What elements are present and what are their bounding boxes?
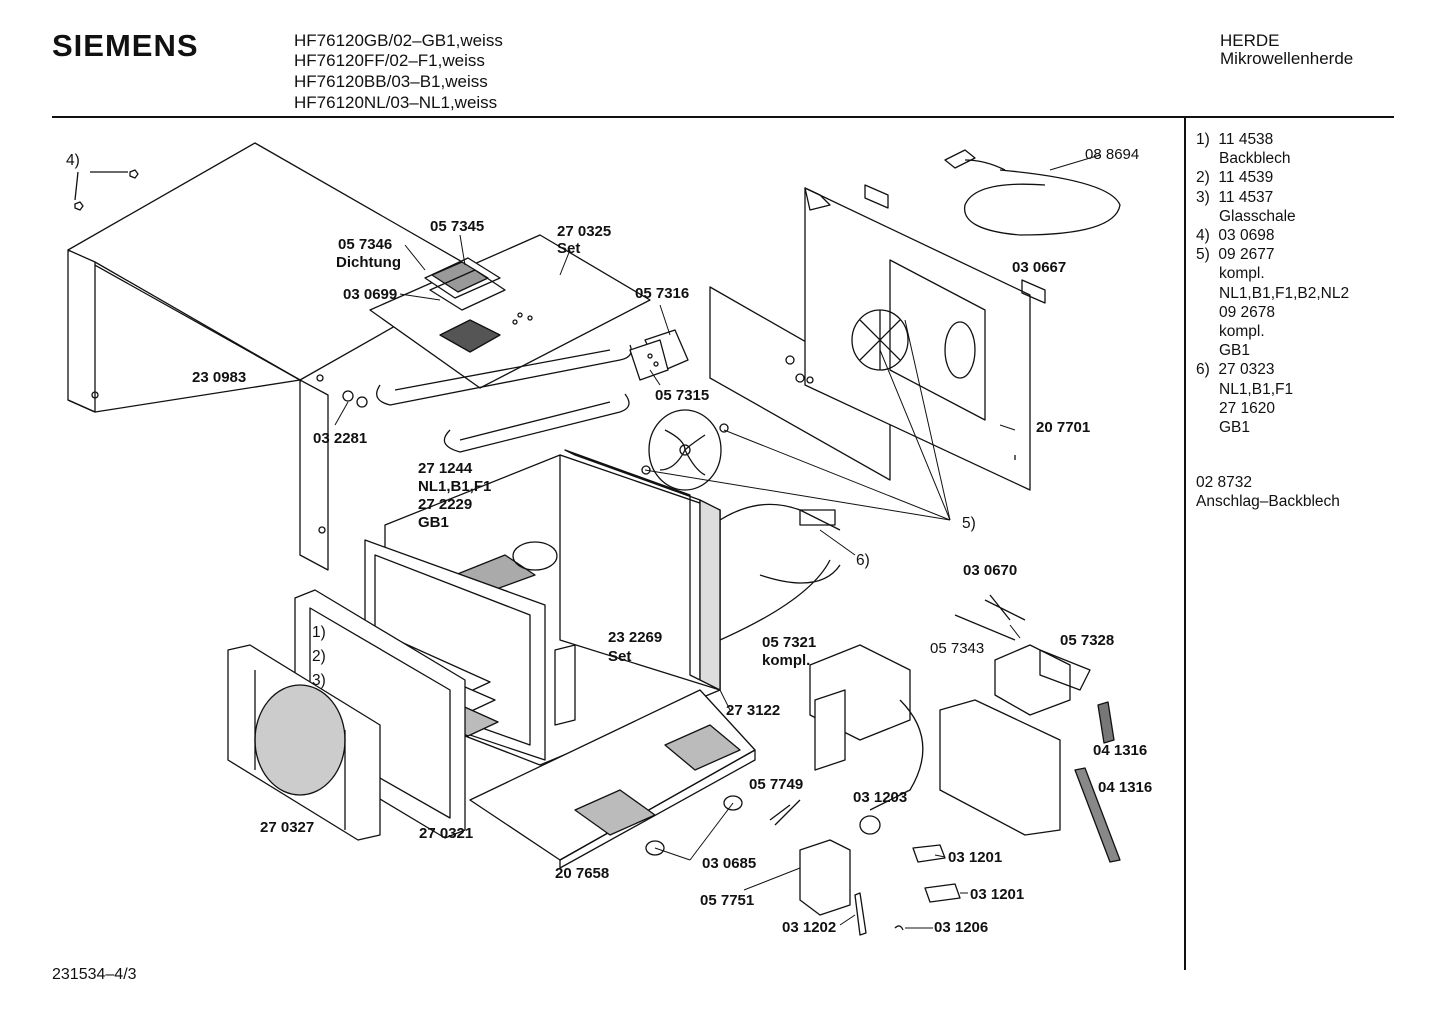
label-04-1316-a: 04 1316 [1093,742,1147,759]
label-05-7315: 05 7315 [655,387,709,404]
label-05-7749: 05 7749 [749,776,803,793]
door-switch-parts [770,595,1120,935]
model-line-1: HF76120GB/02–GB1,weiss [294,31,503,50]
label-screw-4: 4) [66,152,80,169]
top-cover-plate [370,235,650,388]
legend-divider [1184,118,1186,970]
label-27-2229: 27 2229 [418,496,472,513]
brand-logo: SIEMENS [52,28,199,63]
label-kompl: kompl. [762,652,810,669]
screw-parts [75,170,138,210]
rear-cover-part [710,185,1045,490]
label-27-0325: 27 0325 [557,223,611,240]
label-03-0667: 03 0667 [1012,259,1066,276]
label-23-2269: 23 2269 [608,629,662,646]
extra-part-desc: Anschlag–Backblech [1196,493,1340,511]
label-nl1-b1-f1: NL1,B1,F1 [418,478,491,495]
legend-item-1-desc: Backblech [1219,150,1291,168]
label-05-7346: 05 7346 [338,236,392,253]
mains-cable-part [945,150,1120,235]
legend-item-6-line-2: 27 1620 [1219,399,1276,417]
legend-item-3: 3) 11 4537 [1196,188,1274,206]
fan-part [642,410,728,490]
base-plate-part [470,690,755,868]
model-line-4: HF76120NL/03–NL1,weiss [294,93,498,112]
door-panel-part [228,645,380,840]
label-20-7701: 20 7701 [1036,419,1090,436]
legend-item-6: 6) 27 0323 [1196,361,1275,379]
legend-item-2: 2) 11 4539 [1196,169,1274,187]
label-03-1206: 03 1206 [934,919,988,936]
model-line-3: HF76120BB/03–B1,weiss [294,72,488,91]
model-line-2: HF76120FF/02–F1,weiss [294,51,485,70]
label-03-2281: 03 2281 [313,430,367,447]
legend-item-6-line-3: GB1 [1219,419,1251,437]
subcategory-title: Mikrowellenherde [1220,49,1354,68]
legend-item-5-line-5: GB1 [1219,342,1251,360]
label-03-0685: 03 0685 [702,855,756,872]
label-05-7316: 05 7316 [635,285,689,302]
leader-lines [335,155,1100,928]
label-27-0321: 27 0321 [419,825,473,842]
legend-item-5-line-1: kompl. [1219,265,1265,283]
extra-part-number: 02 8732 [1196,474,1253,491]
legend-item-3-desc: Glasschale [1219,207,1296,225]
label-gb1: GB1 [418,514,449,531]
legend-item-4: 4) 03 0698 [1196,227,1275,245]
parts-legend: 1) 11 4538 Backblech 2) 11 4539 3) 11 45… [1196,130,1349,437]
label-03-1202: 03 1202 [782,919,836,936]
label-tray-1: 1) [312,624,326,641]
label-fan-5: 5) [962,515,976,532]
legend-item-5-line-3: 09 2678 [1219,303,1276,321]
foot-parts [646,796,742,855]
extra-part-legend: 02 8732 Anschlag–Backblech [1196,473,1340,511]
label-03-1201-b: 03 1201 [970,886,1024,903]
label-05-7328: 05 7328 [1060,632,1114,649]
label-03-1203: 03 1203 [853,789,907,806]
label-05-7751: 05 7751 [700,892,754,909]
label-05-7321: 05 7321 [762,634,816,651]
label-05-7343: 05 7343 [930,640,984,657]
screw-pair-part [343,391,367,407]
label-03-1201-a: 03 1201 [948,849,1002,866]
label-set-top: Set [557,240,580,257]
header-divider [52,116,1394,118]
legend-item-6-line-1: NL1,B1,F1 [1219,380,1294,398]
label-03-0670: 03 0670 [963,562,1017,579]
label-27-1244: 27 1244 [418,460,473,477]
label-27-3122: 27 3122 [726,702,780,719]
label-08-8694: 08 8694 [1085,146,1139,163]
label-tray-3: 3) [312,672,326,689]
label-20-7658: 20 7658 [555,865,609,882]
label-03-0699: 03 0699 [343,286,397,303]
label-dichtung: Dichtung [336,254,401,271]
label-wiring-6: 6) [856,552,870,569]
document-number: 231534–4/3 [52,966,137,983]
label-tray-2: 2) [312,648,326,665]
legend-item-5-line-4: kompl. [1219,323,1265,341]
label-23-0983: 23 0983 [192,369,246,386]
legend-item-5-line-2: NL1,B1,F1,B2,NL2 [1219,284,1350,302]
label-set-cavity: Set [608,648,631,665]
outer-housing-part [68,143,485,570]
hinge-part [630,330,688,380]
label-05-7345: 05 7345 [430,218,484,235]
legend-item-1: 1) 11 4538 [1196,131,1274,148]
category-title: HERDE [1220,31,1280,50]
label-27-0327: 27 0327 [260,819,314,836]
wiring-harness-part [720,504,840,640]
legend-item-5: 5) 09 2677 [1196,246,1275,264]
label-04-1316-b: 04 1316 [1098,779,1152,796]
